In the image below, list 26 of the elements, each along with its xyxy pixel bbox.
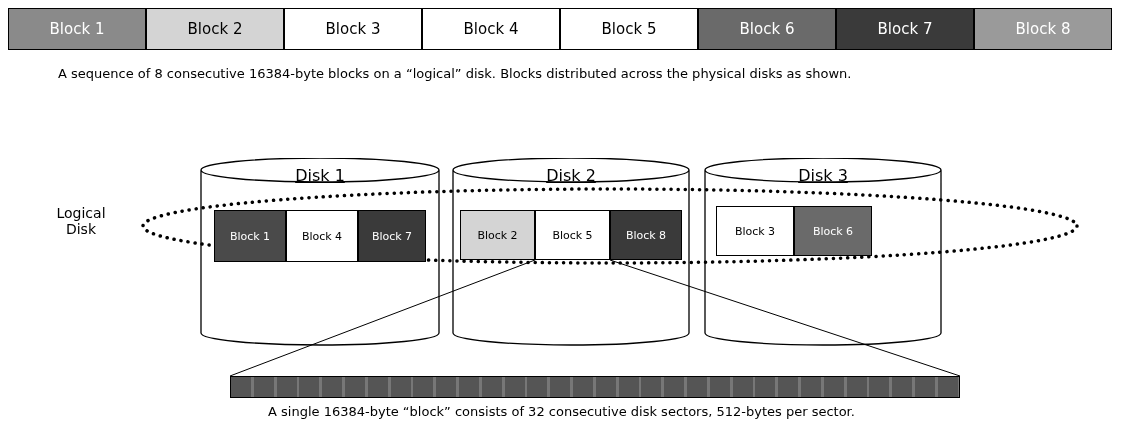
block-cell: Block 5 bbox=[535, 210, 610, 260]
block-cell: Block 2 bbox=[146, 8, 284, 50]
sector-bar bbox=[230, 376, 960, 398]
block-cell: Block 8 bbox=[974, 8, 1112, 50]
block-cell: Block 8 bbox=[610, 210, 682, 260]
block-cell: Block 3 bbox=[716, 206, 794, 256]
block-cell: Block 4 bbox=[422, 8, 560, 50]
side-label: Logical Disk bbox=[55, 205, 107, 237]
disk-label: Disk 1 bbox=[294, 166, 346, 185]
block-cell: Block 6 bbox=[698, 8, 836, 50]
block-cell: Block 2 bbox=[460, 210, 535, 260]
caption-text: A sequence of 8 consecutive 16384-byte blocks on a “logical” disk. Blocks distributed across the physical disks as shown. bbox=[58, 66, 852, 81]
dotted-ellipse bbox=[140, 186, 1080, 266]
disk-label: Disk 2 bbox=[545, 166, 597, 185]
block-cell: Block 3 bbox=[284, 8, 422, 50]
block-cell: Block 6 bbox=[794, 206, 872, 256]
block-cell: Block 1 bbox=[8, 8, 146, 50]
block-cell: Block 1 bbox=[214, 210, 286, 262]
leader-line bbox=[229, 259, 536, 377]
leader-line bbox=[609, 259, 961, 377]
disk-label: Disk 3 bbox=[797, 166, 849, 185]
block-cell: Block 7 bbox=[358, 210, 426, 262]
block-cell: Block 4 bbox=[286, 210, 358, 262]
block-cell: Block 7 bbox=[836, 8, 974, 50]
side-label: A single 16384-byte “block” consists of 32 consecutive disk sectors, 512-bytes per sector. bbox=[268, 404, 855, 419]
block-cell: Block 5 bbox=[560, 8, 698, 50]
